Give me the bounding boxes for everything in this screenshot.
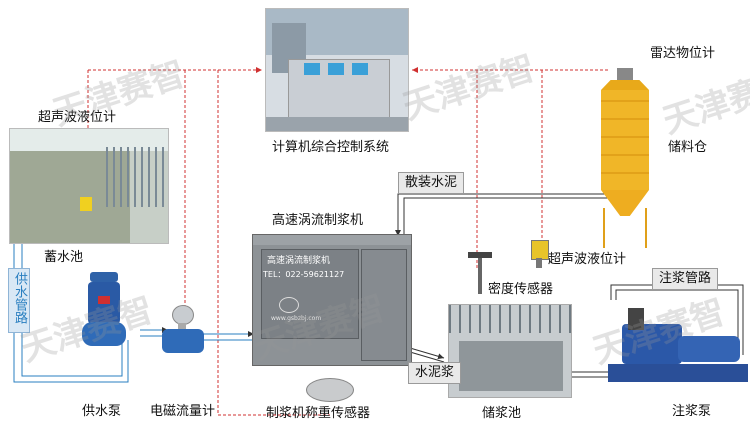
bulk-cement-label: 散装水泥 [398, 172, 464, 194]
mixer-panel-tel: TEL：022-59621127 [263, 269, 344, 281]
supply-pump-label: 供水泵 [82, 404, 121, 420]
control-system-label: 计算机综合控制系统 [272, 140, 389, 156]
weigh-sensor-image [306, 378, 354, 402]
cement-slurry-label: 水泥浆 [408, 362, 461, 384]
mixer-panel-title: 高速涡流制浆机 [267, 255, 330, 267]
reservoir-photo [9, 128, 169, 244]
radar-level-label: 雷达物位计 [650, 46, 715, 62]
weigh-sensor-label: 制浆机称重传感器 [266, 406, 370, 422]
water-pipe-text: 供水管路 [11, 272, 27, 324]
mixer-label: 高速涡流制浆机 [272, 213, 363, 229]
grout-pump-label: 注浆泵 [672, 404, 711, 420]
control-room-photo [265, 8, 409, 132]
silo-image [597, 68, 653, 248]
flow-meter-image [162, 305, 204, 353]
flow-meter-label: 电磁流量计 [150, 404, 215, 420]
reservoir-label: 蓄水池 [44, 250, 83, 266]
density-sensor-label: 密度传感器 [488, 282, 553, 298]
ultrasonic-sensor-image [531, 240, 547, 268]
storage-silo-label: 储料仓 [668, 140, 707, 156]
slurry-tank-label: 储浆池 [482, 406, 521, 422]
ultrasonic-mid-label: 超声波液位计 [548, 252, 626, 268]
slurry-tank-image [448, 304, 572, 398]
